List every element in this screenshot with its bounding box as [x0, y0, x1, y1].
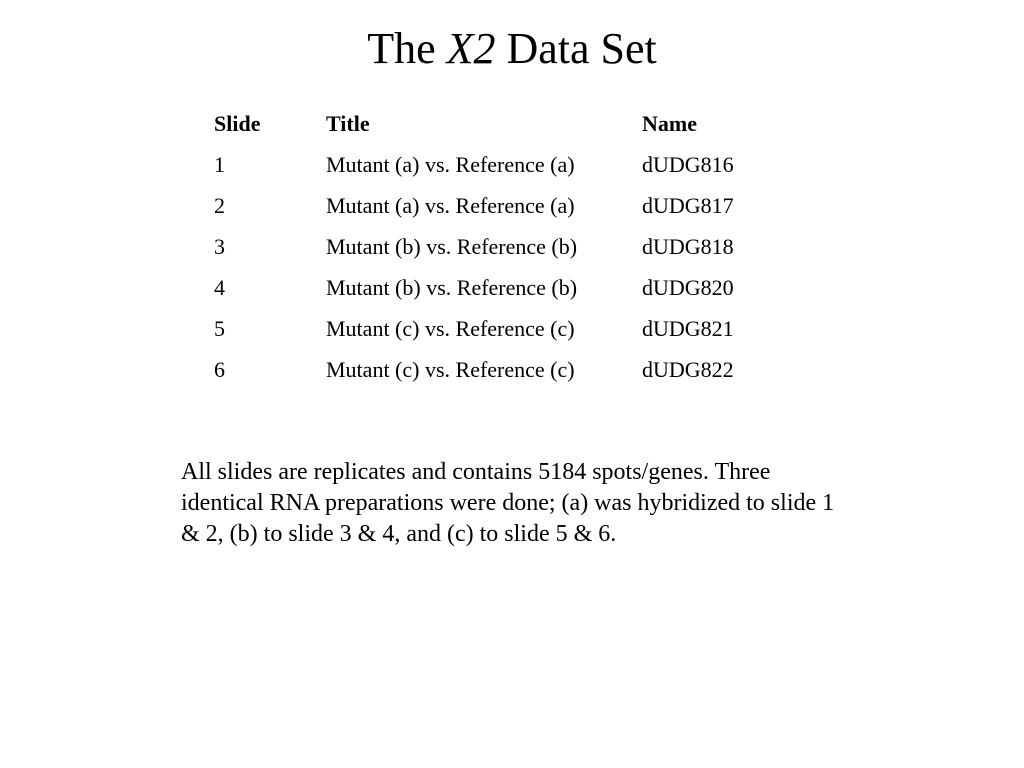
cell-name: dUDG818: [642, 233, 734, 259]
cell-name: dUDG817: [642, 192, 734, 218]
cell-slide: 2: [214, 192, 225, 218]
title-dataset-id: X2: [446, 24, 496, 73]
table-row: 5 Mutant (c) vs. Reference (c) dUDG821: [202, 308, 774, 349]
slide-title: The X2 Data Set: [0, 22, 1024, 76]
table-header-row: Slide Title Name: [202, 103, 774, 144]
cell-name: dUDG821: [642, 315, 734, 341]
cell-name: dUDG816: [642, 151, 734, 177]
table-row: 4 Mutant (b) vs. Reference (b) dUDG820: [202, 267, 774, 308]
cell-slide: 6: [214, 356, 225, 382]
cell-slide: 5: [214, 315, 225, 341]
table-row: 2 Mutant (a) vs. Reference (a) dUDG817: [202, 185, 774, 226]
cell-title: Mutant (a) vs. Reference (a): [326, 151, 575, 177]
cell-name: dUDG820: [642, 274, 734, 300]
cell-title: Mutant (c) vs. Reference (c): [326, 356, 575, 382]
cell-slide: 4: [214, 274, 225, 300]
cell-title: Mutant (a) vs. Reference (a): [326, 192, 575, 218]
cell-title: Mutant (c) vs. Reference (c): [326, 315, 575, 341]
cell-name: dUDG822: [642, 356, 734, 382]
title-suffix: Data Set: [495, 24, 657, 73]
title-prefix: The: [367, 24, 447, 73]
cell-title: Mutant (b) vs. Reference (b): [326, 233, 578, 259]
table-row: 6 Mutant (c) vs. Reference (c) dUDG822: [202, 349, 774, 390]
table-row: 3 Mutant (b) vs. Reference (b) dUDG818: [202, 226, 774, 267]
cell-slide: 3: [214, 233, 225, 259]
dataset-table: Slide Title Name 1 Mutant (a) vs. Refere…: [202, 103, 774, 390]
header-name: Name: [642, 110, 697, 136]
cell-slide: 1: [214, 151, 225, 177]
header-title: Title: [326, 110, 370, 136]
replicates-note: All slides are replicates and contains 5…: [181, 459, 835, 547]
cell-title: Mutant (b) vs. Reference (b): [326, 274, 578, 300]
header-slide: Slide: [214, 110, 261, 136]
table-row: 1 Mutant (a) vs. Reference (a) dUDG816: [202, 144, 774, 185]
